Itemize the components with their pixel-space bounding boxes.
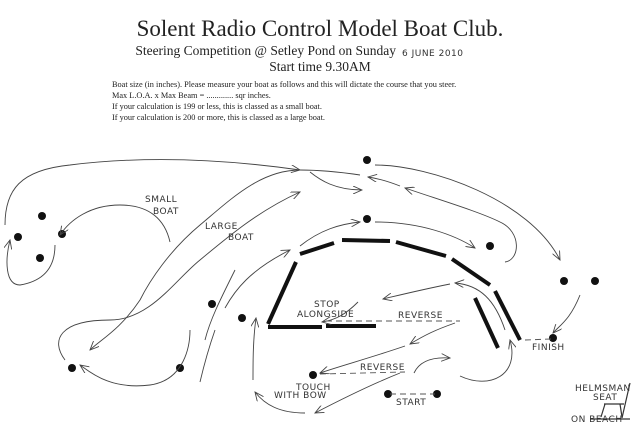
reverse-label-upper: REVERSE xyxy=(398,311,443,321)
large-boat-label: BOAT xyxy=(228,233,254,243)
instruction-line: Max L.O.A. x Max Beam = ............. sq… xyxy=(112,91,271,100)
page-title: Solent Radio Control Model Boat Club. xyxy=(137,16,504,41)
on-beach-label: ON BEACH xyxy=(571,415,623,425)
small-boat-label: BOAT xyxy=(153,207,179,217)
handwritten-date: 6 JUNE 2010 xyxy=(402,49,464,59)
buoys xyxy=(14,156,599,398)
instruction-line: Boat size (in inches). Please measure yo… xyxy=(112,80,456,89)
small-boat-label: SMALL xyxy=(145,195,177,205)
reverse-label-lower: REVERSE xyxy=(360,363,405,373)
instructions: Boat size (in inches). Please measure yo… xyxy=(112,80,456,122)
instruction-line: If your calculation is 199 or less, this… xyxy=(112,102,322,111)
large-boat-label: LARGE xyxy=(205,222,238,232)
seat-label: SEAT xyxy=(593,393,617,403)
finish-line xyxy=(524,338,552,341)
reverse-line-lower xyxy=(319,371,406,375)
stop-label: STOP xyxy=(314,300,340,310)
instruction-line: If your calculation is 200 or more, this… xyxy=(112,113,325,122)
barriers xyxy=(266,238,522,349)
start-time: Start time 9.30AM xyxy=(269,59,371,74)
chair-icon xyxy=(590,382,631,420)
helmsman-label: HELMSMAN xyxy=(575,384,631,394)
subtitle: Steering Competition @ Setley Pond on Su… xyxy=(135,43,396,58)
course-arrows xyxy=(5,159,581,413)
finish-label: FINISH xyxy=(532,343,565,353)
with-bow-label: WITH BOW xyxy=(274,391,327,401)
touch-label: TOUCH xyxy=(295,383,331,393)
start-label: START xyxy=(396,398,426,408)
alongside-label: ALONGSIDE xyxy=(297,310,354,320)
